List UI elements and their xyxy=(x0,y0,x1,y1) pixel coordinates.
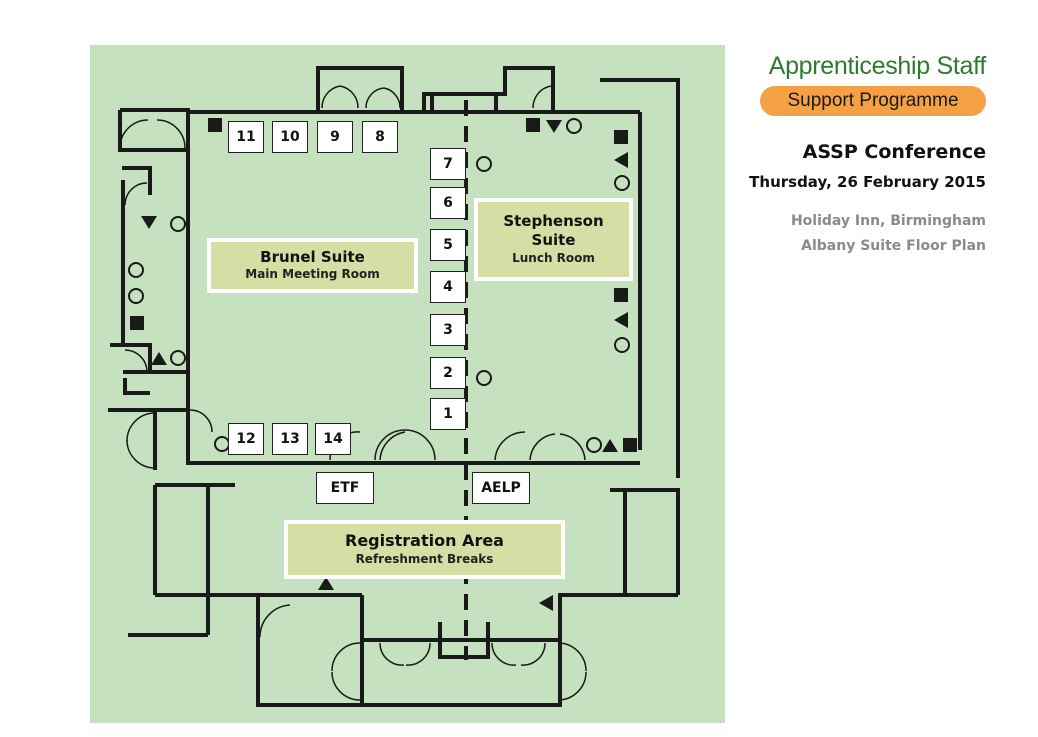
circles xyxy=(128,118,630,453)
triangle-left-icon xyxy=(614,312,628,328)
booth-12: 12 xyxy=(228,423,264,455)
triangle-down-icon xyxy=(141,216,157,229)
room-registration-area: Registration Area Refreshment Breaks xyxy=(284,520,565,579)
booth-1: 1 xyxy=(430,398,466,430)
room-title: Brunel Suite xyxy=(260,247,365,266)
triangle-down-icon xyxy=(546,120,562,133)
triangle-up-icon xyxy=(318,577,334,590)
booth-6: 6 xyxy=(430,187,466,219)
booth-5: 5 xyxy=(430,229,466,261)
triangle-up-icon xyxy=(602,439,618,452)
booth-9: 9 xyxy=(317,121,353,153)
square-icon xyxy=(614,130,628,144)
booth-10: 10 xyxy=(272,121,308,153)
room-stephenson-suite: Stephenson Suite Lunch Room xyxy=(474,198,633,281)
conference-title: ASSP Conference xyxy=(802,141,986,163)
room-title: Registration Area xyxy=(345,531,504,551)
booth-8: 8 xyxy=(362,121,398,153)
square-icon xyxy=(208,118,222,132)
booth-etf: ETF xyxy=(316,472,374,504)
booth-7: 7 xyxy=(430,148,466,180)
booth-14: 14 xyxy=(315,423,351,455)
triangle-left-icon xyxy=(539,595,553,611)
booth-4: 4 xyxy=(430,271,466,303)
square-icon xyxy=(623,438,637,452)
booth-13: 13 xyxy=(272,423,308,455)
doors xyxy=(119,85,587,701)
room-subtitle: Main Meeting Room xyxy=(245,267,380,282)
square-icon xyxy=(526,118,540,132)
booth-3: 3 xyxy=(430,314,466,346)
room-title: Stephenson Suite xyxy=(503,212,604,250)
conference-date: Thursday, 26 February 2015 xyxy=(749,173,986,191)
square-icon xyxy=(130,316,144,330)
booth-11: 11 xyxy=(228,121,264,153)
square-icon xyxy=(614,288,628,302)
brand-subtitle: Support Programme xyxy=(760,86,986,116)
booth-aelp: AELP xyxy=(472,472,530,504)
room-subtitle: Refreshment Breaks xyxy=(355,552,494,567)
venue-name: Holiday Inn, Birmingham xyxy=(790,213,986,229)
triangle-left-icon xyxy=(614,152,628,168)
brand-title: Apprenticeship Staff xyxy=(768,52,987,80)
symbols xyxy=(130,118,637,611)
brand-header: Apprenticeship Staff Support Programme xyxy=(760,52,987,116)
booth-2: 2 xyxy=(430,357,466,389)
walls xyxy=(108,66,680,707)
triangle-up-icon xyxy=(151,352,167,365)
plan-name: Albany Suite Floor Plan xyxy=(801,238,986,254)
room-brunel-suite: Brunel Suite Main Meeting Room xyxy=(207,238,418,293)
room-subtitle: Lunch Room xyxy=(512,250,595,265)
